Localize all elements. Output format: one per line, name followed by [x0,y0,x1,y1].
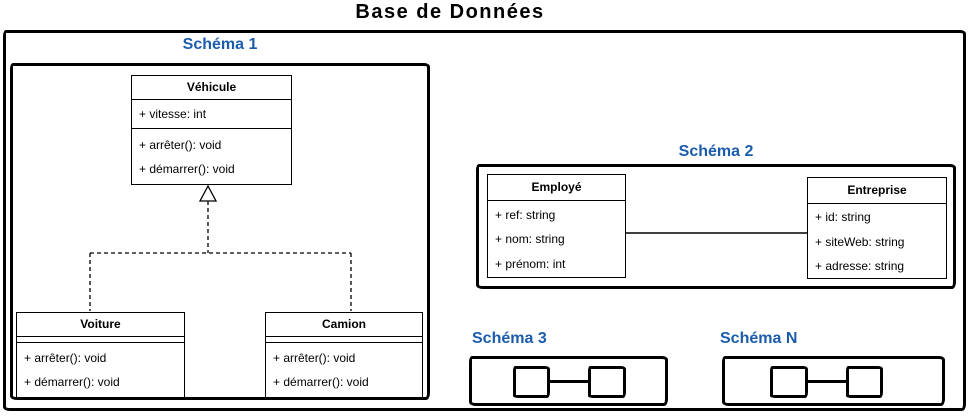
uml-class-voiture: Voiture + arrêter(): void + démarrer(): … [16,312,185,398]
schema3-label: Schéma 3 [472,330,547,347]
uml-attribute: + nom: string [495,232,565,246]
uml-attribute: + prénom: int [495,257,566,271]
uml-class-employe: Employé + ref: string + nom: string + pr… [487,174,626,278]
uml-attributes-section: + id: string + siteWeb: string + adresse… [808,204,946,279]
uml-attribute: + vitesse: int [139,107,207,121]
schemaN-entity-right [846,366,883,398]
uml-class-title: Voiture [17,313,184,337]
uml-method: + démarrer(): void [24,375,120,389]
uml-class-title: Entreprise [808,178,946,204]
uml-class-title: Véhicule [132,76,291,100]
schema3-entity-left [513,366,550,398]
uml-methods-section: + arrêter(): void + démarrer(): void [266,343,422,396]
uml-method: + arrêter(): void [273,351,356,365]
page-title: Base de Données [355,1,545,23]
uml-attribute: + id: string [815,210,871,224]
uml-method: + arrêter(): void [24,351,107,365]
uml-attribute: + ref: string [495,208,556,222]
uml-method: + arrêter(): void [139,138,222,152]
schema2-label: Schéma 2 [678,143,754,160]
uml-class-vehicule: Véhicule + vitesse: int + arrêter(): voi… [131,75,292,185]
uml-method: + démarrer(): void [139,162,235,176]
schemaN-frame [722,356,945,406]
uml-methods-section: + arrêter(): void + démarrer(): void [17,343,184,396]
schema3-entity-right [588,366,626,398]
schema1-label: Schéma 1 [182,36,258,53]
uml-method: + démarrer(): void [273,375,369,389]
schema3-connector-line [548,380,590,383]
uml-attribute: + adresse: string [815,259,905,273]
uml-attributes-section-empty [266,337,422,343]
uml-attributes-section-empty [17,337,184,343]
schemaN-label: Schéma N [720,330,798,347]
uml-class-title: Camion [266,313,422,337]
uml-class-camion: Camion + arrêter(): void + démarrer(): v… [265,312,423,398]
uml-attribute: + siteWeb: string [815,235,905,249]
uml-attributes-section: + vitesse: int [132,100,291,129]
uml-attributes-section: + ref: string + nom: string + prénom: in… [488,201,625,277]
uml-methods-section: + arrêter(): void + démarrer(): void [132,129,291,184]
uml-class-title: Employé [488,175,625,201]
schemaN-entity-left [770,366,808,398]
schemaN-connector-line [806,380,848,383]
uml-class-entreprise: Entreprise + id: string + siteWeb: strin… [807,177,947,279]
